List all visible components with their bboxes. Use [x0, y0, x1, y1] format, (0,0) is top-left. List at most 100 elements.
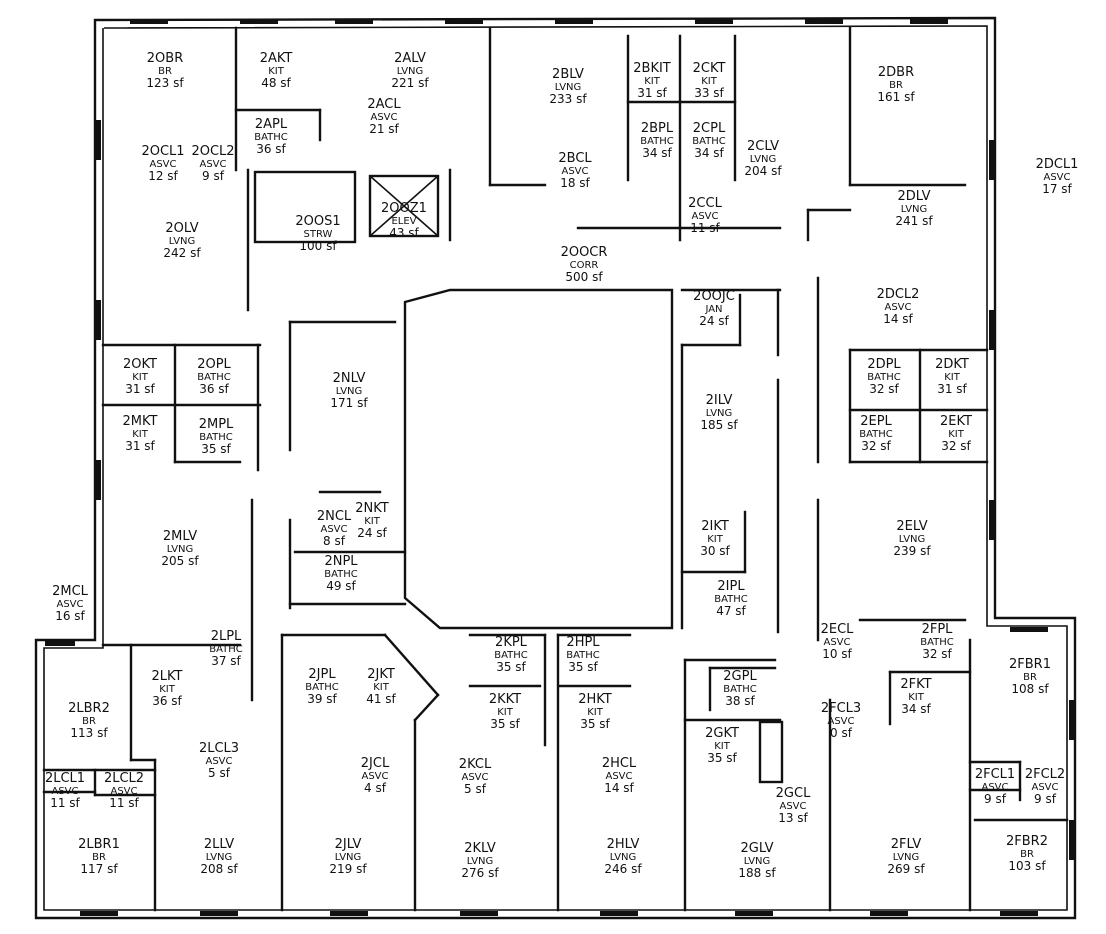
room-area: 47 sf [716, 604, 746, 618]
room-id: 2CLV [747, 139, 779, 154]
room-type: ASVC [51, 786, 78, 797]
room-type: LVNG [610, 852, 637, 863]
room-id: 2FPL [922, 622, 954, 637]
room-area: 276 sf [461, 866, 499, 880]
room-area: 219 sf [329, 862, 367, 876]
room-id: 2OOZ1 [381, 201, 427, 216]
room-id: 2JLV [335, 837, 362, 852]
room-type: BATHC [324, 569, 358, 580]
room-area: 0 sf [830, 726, 853, 740]
room-type: LVNG [467, 856, 494, 867]
room-type: BR [82, 716, 96, 727]
room-area: 32 sf [861, 439, 891, 453]
room-id: 2NCL [317, 509, 352, 524]
room-area: 246 sf [604, 862, 642, 876]
room-id: 2BLV [552, 67, 584, 82]
room-area: 43 sf [389, 226, 419, 240]
room-area: 48 sf [261, 76, 291, 90]
room-type: BATHC [859, 429, 893, 440]
room-area: 8 sf [323, 534, 346, 548]
room-id: 2CPL [693, 121, 726, 136]
room-id: 2KLV [464, 841, 496, 856]
room-area: 32 sf [869, 382, 899, 396]
interior-walls [42, 26, 1069, 912]
room-id: 2LKT [152, 669, 183, 684]
room-id: 2LBR2 [68, 701, 110, 716]
room-type: ASVC [779, 801, 806, 812]
room-id: 2OPL [197, 357, 231, 372]
room-id: 2MPL [199, 417, 234, 432]
room-area: 38 sf [725, 694, 755, 708]
room-type: BATHC [305, 682, 339, 693]
room-area: 41 sf [366, 692, 396, 706]
room-id: 2MCL [52, 584, 89, 599]
room-type: LVNG [744, 856, 771, 867]
room-type: BATHC [197, 372, 231, 383]
room-id: 2HCL [602, 756, 637, 771]
room-area: 17 sf [1042, 182, 1072, 196]
room-id: 2OBR [147, 51, 183, 66]
room-id: 2KPL [495, 635, 528, 650]
room-area: 185 sf [700, 418, 738, 432]
room-type: BR [1020, 849, 1034, 860]
room-area: 188 sf [738, 866, 776, 880]
room-area: 171 sf [330, 396, 368, 410]
room-type: ASVC [884, 302, 911, 313]
room-type: ASVC [823, 637, 850, 648]
room-type: ELEV [391, 216, 416, 227]
room-id: 2OLV [165, 221, 198, 236]
room-type: KIT [132, 372, 149, 383]
room-id: 2DCL2 [877, 287, 920, 302]
room-id: 2CCL [688, 196, 722, 211]
room-type: KIT [497, 707, 514, 718]
room-type: BR [889, 80, 903, 91]
room-id: 2GKT [705, 726, 739, 741]
room-area: 233 sf [549, 92, 587, 106]
room-id: 2EKT [940, 414, 972, 429]
room-type: BATHC [199, 432, 233, 443]
room-area: 31 sf [125, 439, 155, 453]
room-type: KIT [364, 516, 381, 527]
room-area: 221 sf [391, 76, 429, 90]
room-id: 2LBR1 [78, 837, 120, 852]
room-area: 9 sf [202, 169, 225, 183]
room-area: 24 sf [699, 314, 729, 328]
room-area: 35 sf [580, 717, 610, 731]
room-id: 2OOS1 [295, 214, 340, 229]
room-id: 2GPL [723, 669, 757, 684]
room-type: KIT [373, 682, 390, 693]
room-id: 2LCL3 [199, 741, 239, 756]
room-area: 32 sf [922, 647, 952, 661]
room-type: LVNG [335, 852, 362, 863]
room-type: ASVC [561, 166, 588, 177]
room-id: 2NPL [324, 554, 358, 569]
room-area: 204 sf [744, 164, 782, 178]
room-area: 34 sf [901, 702, 931, 716]
room-type: BATHC [566, 650, 600, 661]
room-id: 2KCL [459, 757, 492, 772]
room-area: 9 sf [1034, 792, 1057, 806]
room-id: 2FKT [900, 677, 931, 692]
room-area: 37 sf [211, 654, 241, 668]
room-area: 117 sf [80, 862, 118, 876]
room-type: BATHC [714, 594, 748, 605]
room-area: 36 sf [256, 142, 286, 156]
room-type: LVNG [167, 544, 194, 555]
room-id: 2JPL [308, 667, 336, 682]
room-type: KIT [132, 429, 149, 440]
room-area: 205 sf [161, 554, 199, 568]
room-area: 35 sf [568, 660, 598, 674]
room-type: LVNG [899, 534, 926, 545]
room-id: 2OCL1 [141, 144, 184, 159]
room-type: ASVC [1031, 782, 1058, 793]
room-area: 100 sf [299, 239, 337, 253]
room-id: 2IPL [717, 579, 745, 594]
room-id: 2DBR [878, 65, 914, 80]
room-id: 2OCL2 [191, 144, 234, 159]
room-type: LVNG [397, 66, 424, 77]
room-id: 2OKT [123, 357, 157, 372]
room-type: ASVC [205, 756, 232, 767]
room-area: 103 sf [1008, 859, 1046, 873]
room-id: 2OOJC [693, 289, 735, 304]
